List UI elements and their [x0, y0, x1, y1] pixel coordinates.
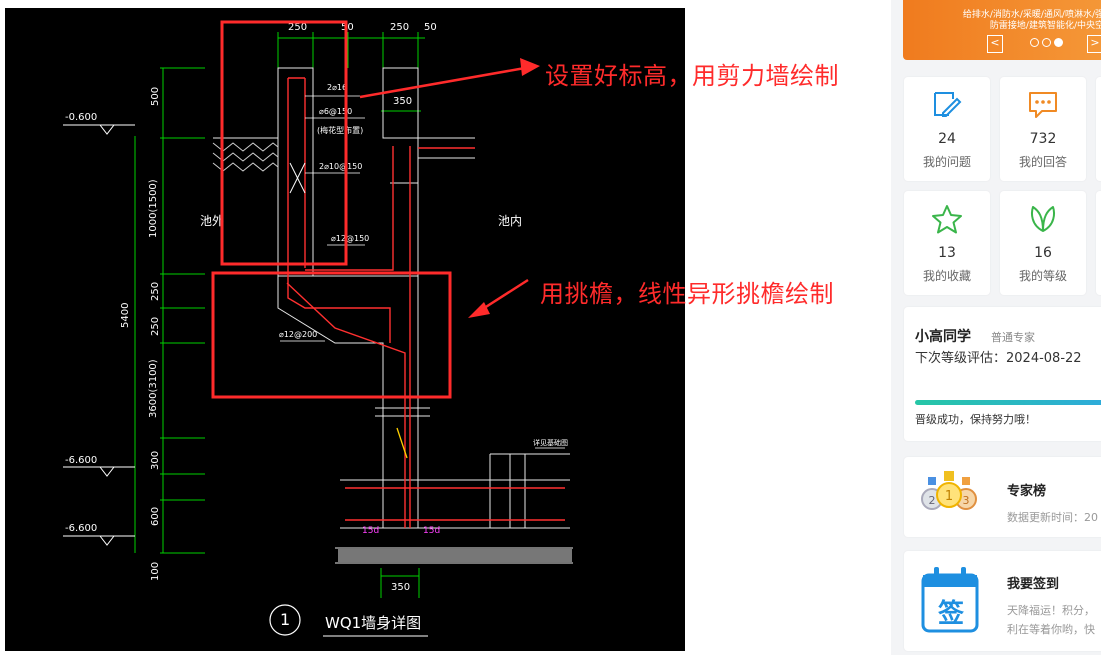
banner-line-1: 给排水/消防水/采暖/通风/喷淋水/强电 — [962, 10, 1101, 20]
dim-top-3: 250 — [390, 22, 410, 33]
banner-dot-active[interactable] — [1054, 38, 1063, 47]
dim-top-1: 250 — [288, 22, 308, 33]
annotation-bottom-text: 用挑檐，线性异形挑檐绘制 — [540, 280, 834, 308]
stat-card-partial[interactable] — [1096, 191, 1101, 295]
expert-ranking-card[interactable]: 1 2 3 专家榜 数据更新时间：20 — [904, 457, 1101, 537]
edit-icon — [934, 92, 962, 117]
stat-value: 16 — [1034, 245, 1052, 261]
drawing-title: WQ1墙身详图 — [325, 614, 422, 632]
expert-ranking-title: 专家榜 — [1007, 484, 1047, 499]
svg-text:3: 3 — [963, 494, 970, 507]
signin-icon-glyph: 签 — [938, 599, 965, 629]
title-number: 1 — [280, 610, 291, 629]
banner-prev-button[interactable]: < — [987, 35, 1003, 53]
dim-left-3600: 3600(3100) — [148, 359, 159, 418]
banner-next-button[interactable]: > — [1087, 35, 1101, 53]
dim-left-100: 100 — [150, 561, 161, 581]
promo-banner[interactable]: 给排水/消防水/采暖/通风/喷淋水/强电 防雷接地/建筑智能化/中央空调 < > — [903, 0, 1101, 60]
signin-desc-line2: 利在等着你哟，快 — [1007, 623, 1095, 636]
soil-hatch — [212, 142, 279, 172]
annotation-top-text: 设置好标高，用剪力墙绘制 — [545, 62, 839, 90]
leader-lines — [280, 95, 565, 449]
star-icon — [932, 205, 962, 234]
dim-left-250b: 250 — [150, 316, 161, 336]
stat-card-partial[interactable] — [1096, 77, 1101, 181]
svg-text:2: 2 — [929, 494, 936, 507]
chat-icon — [1029, 92, 1057, 118]
dim-left-5400: 5400 — [120, 302, 131, 328]
dim-left-600: 600 — [150, 506, 161, 526]
cad-drawing-viewport[interactable]: 250 50 250 50 350 350 500 1000(1500) 540… — [5, 8, 685, 651]
expert-ranking-subtitle: 数据更新时间：20 — [1007, 511, 1098, 524]
dim-left-1000: 1000(1500) — [148, 179, 159, 238]
wall-outline — [213, 67, 573, 564]
stat-label: 我的回答 — [1018, 155, 1067, 169]
label-inside: 池内 — [498, 214, 523, 228]
user-role: 普通专家 — [991, 331, 1035, 344]
user-card: 小高同学 普通专家 下次等级评估：2024-08-22 晋级成功，保持努力哦！ — [904, 307, 1101, 441]
stat-card-answers[interactable]: 732 我的回答 — [1000, 77, 1086, 181]
lap-label-left: 15d — [362, 526, 380, 536]
lap-label-right: 15d — [423, 526, 441, 536]
calendar-icon — [921, 567, 979, 633]
stat-label: 我的收藏 — [922, 269, 971, 283]
dim-left-300: 300 — [150, 450, 161, 470]
stat-label: 我的等级 — [1018, 269, 1067, 283]
title-circle — [269, 604, 301, 636]
stat-card-favorites[interactable]: 13 我的收藏 — [904, 191, 990, 295]
stat-value: 13 — [938, 245, 956, 261]
stat-card-questions[interactable]: 24 我的问题 — [904, 77, 990, 181]
note-right: 详见基础图 — [533, 439, 568, 447]
svg-text:1: 1 — [945, 489, 953, 504]
dim-350-top: 350 — [393, 96, 413, 107]
medals-icon: 1 2 3 — [921, 471, 977, 510]
rebar-label-5: ⌀12@200 — [279, 330, 318, 339]
dim-left-500: 500 — [150, 86, 161, 106]
banner-pagination — [1030, 38, 1063, 47]
level-progress-bar — [915, 400, 1101, 405]
stat-value: 24 — [938, 131, 956, 147]
user-name[interactable]: 小高同学 — [915, 329, 971, 345]
right-sidebar: 给排水/消防水/采暖/通风/喷淋水/强电 防雷接地/建筑智能化/中央空调 < >… — [891, 0, 1101, 655]
x-mark — [289, 162, 306, 194]
elevation-label-3: -6.600 — [65, 523, 98, 534]
rebar-label-2b: (梅花型布置) — [317, 126, 364, 135]
signin-title: 我要签到 — [1007, 577, 1060, 592]
signin-desc-line1: 天降福运！积分， — [1007, 604, 1095, 617]
rebar-label-2: ⌀6@150 — [319, 107, 353, 116]
wall-detail-drawing — [63, 32, 573, 637]
next-evaluation-date: 下次等级评估：2024-08-22 — [915, 351, 1082, 366]
banner-dot[interactable] — [1042, 38, 1051, 47]
dim-top-2: 50 — [341, 22, 354, 33]
rebar-lines — [286, 77, 565, 528]
stat-label: 我的问题 — [922, 155, 971, 169]
elevation-markers — [63, 124, 135, 546]
dim-left-250a: 250 — [150, 281, 161, 301]
progress-message: 晋级成功，保持努力哦！ — [915, 413, 1036, 426]
rebar-label-3: 2⌀10@150 — [319, 162, 363, 171]
signin-card[interactable]: 签 我要签到 天降福运！积分， 利在等着你哟，快 — [904, 551, 1101, 651]
stat-value: 732 — [1029, 131, 1057, 147]
rebar-label-1: 2⌀16 — [327, 83, 348, 92]
banner-line-2: 防雷接地/建筑智能化/中央空调 — [989, 21, 1101, 31]
banner-dot[interactable] — [1030, 38, 1039, 47]
dim-350-bottom: 350 — [391, 582, 411, 593]
left-dimension-lines — [134, 32, 425, 598]
label-outside: 池外 — [200, 214, 225, 228]
elevation-label-1: -0.600 — [65, 112, 98, 123]
yellow-marker — [396, 427, 408, 459]
rebar-label-4: ⌀12@150 — [331, 234, 370, 243]
stat-card-level[interactable]: 16 我的等级 — [1000, 191, 1086, 295]
dim-top-4: 50 — [424, 22, 437, 33]
elevation-label-2: -6.600 — [65, 455, 98, 466]
leaf-icon — [1031, 206, 1055, 232]
concrete-pad — [338, 549, 572, 562]
